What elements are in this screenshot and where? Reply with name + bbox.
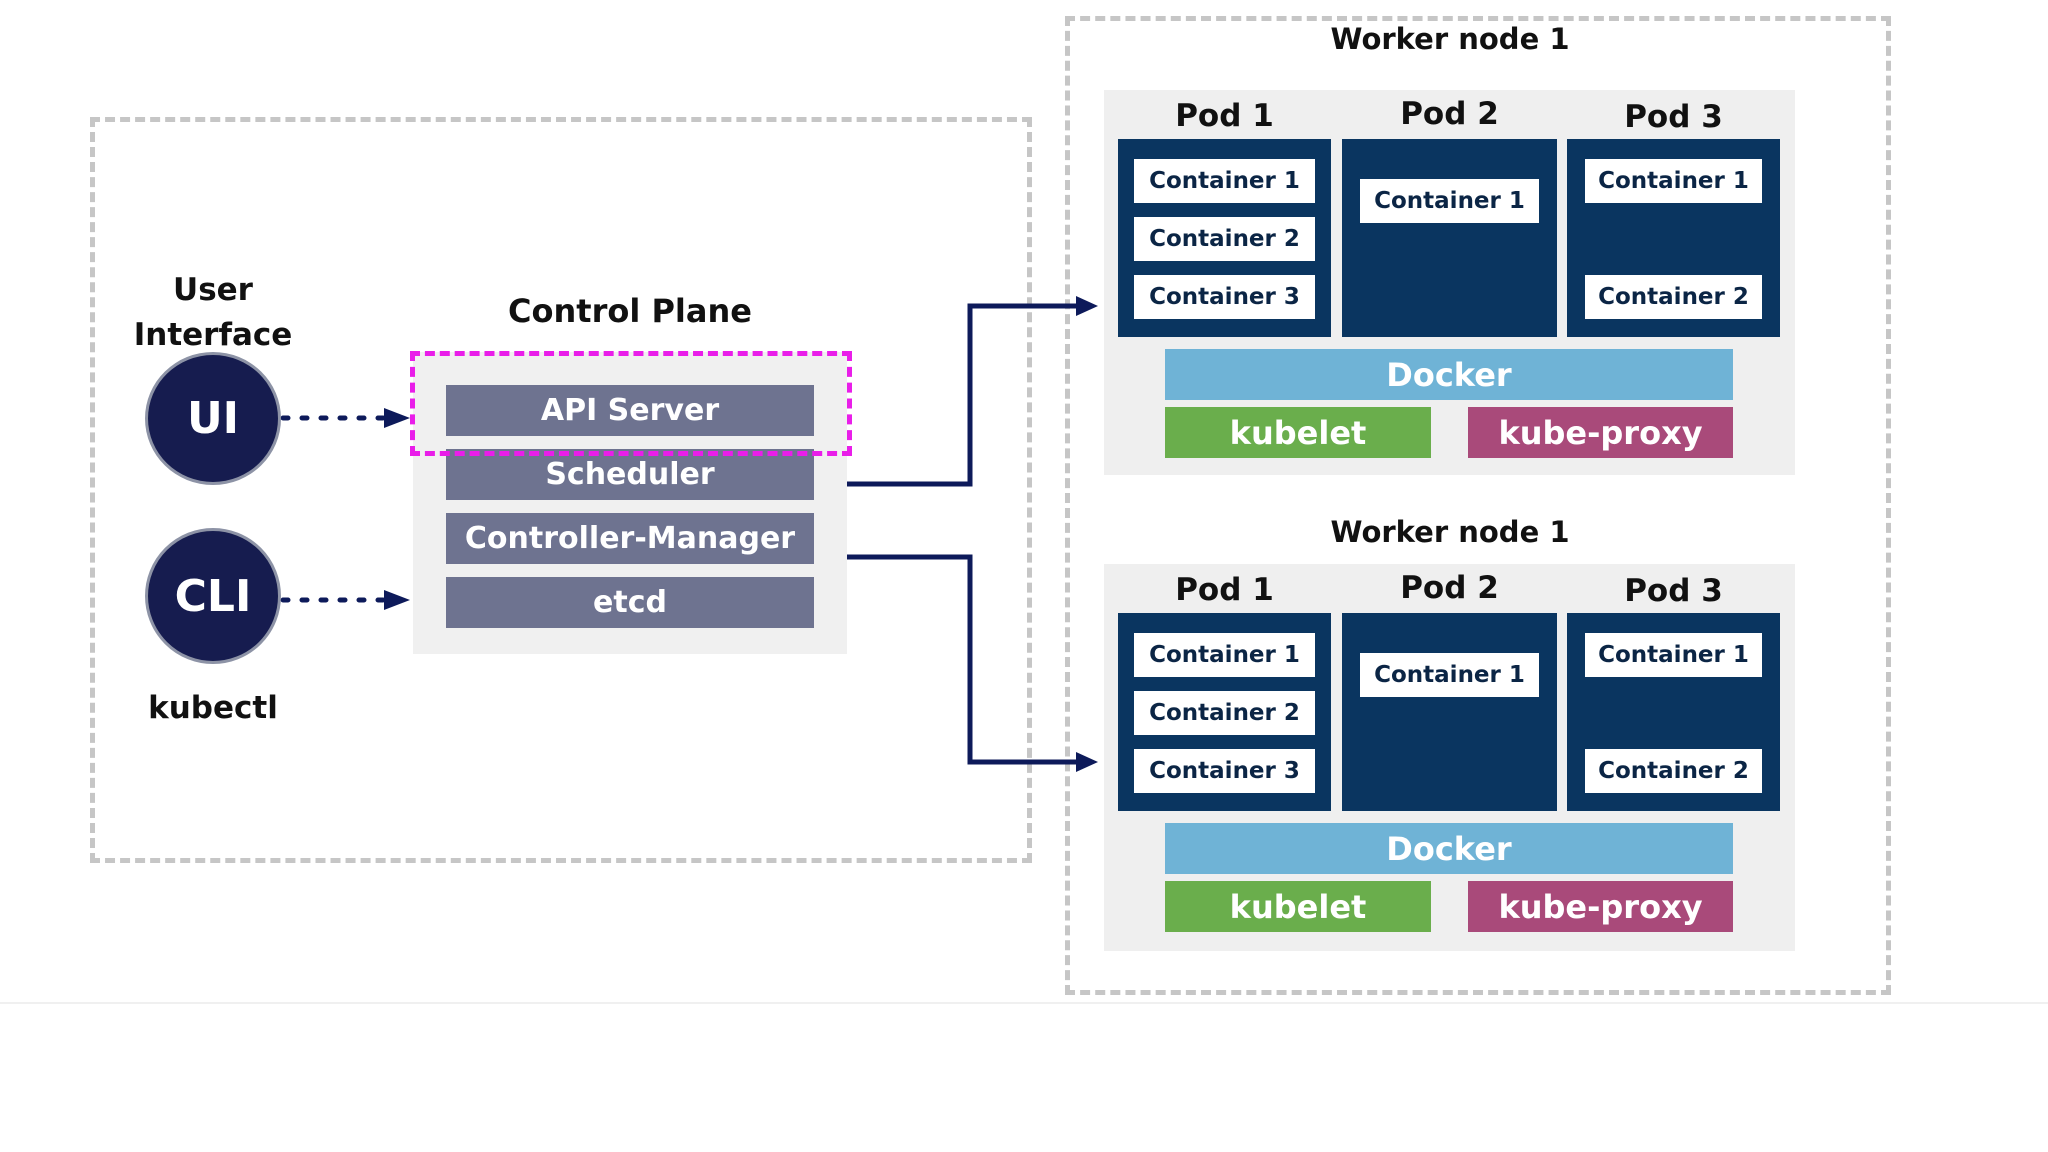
api-server-highlight [410, 351, 852, 456]
docker-bar[interactable]: Docker [1165, 823, 1733, 874]
pod-3[interactable]: Container 1 Container 2 [1567, 139, 1780, 337]
kubectl-label: kubectl [148, 690, 278, 726]
container-box[interactable]: Container 3 [1134, 275, 1315, 319]
ui-label: UI [186, 393, 240, 444]
kubelet-bar[interactable]: kubelet [1165, 407, 1431, 458]
container-box[interactable]: Container 3 [1134, 749, 1315, 793]
pod-1[interactable]: Container 1 Container 2 Container 3 [1118, 139, 1331, 337]
scheduler-block[interactable]: Scheduler [446, 449, 814, 500]
kubelet-bar[interactable]: kubelet [1165, 881, 1431, 932]
user-interface-title: User Interface [133, 272, 293, 353]
cp-to-worker2-line [845, 554, 1080, 765]
cli-circle[interactable]: CLI [145, 528, 281, 664]
worker-nodes-boundary [1065, 16, 1891, 995]
api-server-block[interactable]: API Server [446, 385, 814, 436]
container-box[interactable]: Container 1 [1585, 159, 1762, 203]
control-plane-title: Control Plane [508, 292, 752, 330]
pod-title: Pod 3 [1624, 99, 1723, 135]
worker-node-title: Worker node 1 [1330, 515, 1570, 549]
container-box[interactable]: Container 2 [1134, 217, 1315, 261]
pod-3[interactable]: Container 1 Container 2 [1567, 613, 1780, 811]
container-box[interactable]: Container 1 [1134, 633, 1315, 677]
container-box[interactable]: Container 1 [1360, 179, 1539, 223]
pod-2[interactable]: Container 1 [1342, 139, 1557, 337]
docker-bar[interactable]: Docker [1165, 349, 1733, 400]
cp-to-worker1-line [847, 303, 1080, 487]
pod-title: Pod 1 [1175, 572, 1274, 608]
pod-title: Pod 2 [1400, 570, 1499, 606]
controller-manager-block[interactable]: Controller-Manager [446, 513, 814, 564]
pod-title: Pod 1 [1175, 98, 1274, 134]
cli-to-cp-arrowhead [384, 590, 410, 610]
etcd-block[interactable]: etcd [446, 577, 814, 628]
client-control-plane-boundary [90, 117, 1032, 863]
pod-title: Pod 3 [1624, 573, 1723, 609]
cp-to-worker1-arrowhead [1076, 296, 1098, 316]
pod-1[interactable]: Container 1 Container 2 Container 3 [1118, 613, 1331, 811]
container-box[interactable]: Container 1 [1134, 159, 1315, 203]
bottom-divider [0, 1002, 2048, 1004]
container-box[interactable]: Container 1 [1360, 653, 1539, 697]
pod-title: Pod 2 [1400, 96, 1499, 132]
container-box[interactable]: Container 2 [1134, 691, 1315, 735]
kube-proxy-bar[interactable]: kube-proxy [1468, 881, 1733, 932]
container-box[interactable]: Container 2 [1585, 275, 1762, 319]
pod-2[interactable]: Container 1 [1342, 613, 1557, 811]
container-box[interactable]: Container 1 [1585, 633, 1762, 677]
ui-circle[interactable]: UI [145, 352, 281, 485]
cli-label: CLI [174, 570, 252, 622]
container-box[interactable]: Container 2 [1585, 749, 1762, 793]
cp-to-worker2-arrowhead [1076, 752, 1098, 772]
worker-node-title: Worker node 1 [1330, 22, 1570, 56]
kube-proxy-bar[interactable]: kube-proxy [1468, 407, 1733, 458]
ui-to-api-arrowhead [384, 408, 410, 428]
